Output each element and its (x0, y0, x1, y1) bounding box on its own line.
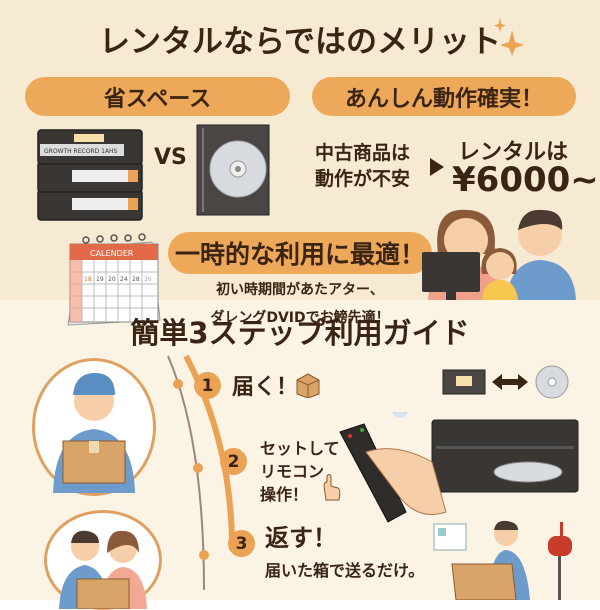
step-2-number: 2 (220, 448, 247, 475)
temporary-line2: ダレングDVIDでお鰟先適！ (210, 310, 390, 326)
svg-text:18: 18 (84, 276, 92, 283)
step-3-number: 3 (228, 530, 255, 557)
step-2-line1: セットして (260, 439, 340, 458)
return-shipping-illustration (433, 520, 572, 600)
svg-text:28: 28 (132, 276, 140, 283)
space-saving-pill: 省スペース (25, 77, 290, 116)
svg-text:19: 19 (96, 276, 104, 283)
step-1-number: 1 (194, 372, 221, 399)
box-icon (296, 373, 320, 398)
arrow-right-icon (430, 158, 444, 176)
step-1-label: 届く！ (232, 375, 299, 400)
vhs-tapes-illustration: GROWTH RECORD 1AHS (37, 129, 143, 221)
used-line2: 動作が不安 (315, 168, 411, 190)
delivery-person-illustration (32, 358, 156, 496)
temporary-use-text: 初い時期間があたアター、 ダレングDVIDでお鰟先適！ (200, 276, 400, 332)
svg-text:20: 20 (108, 276, 116, 283)
used-goods-text: 中古商品は 動作が不安 (315, 140, 410, 192)
rental-price: ¥6000~ (452, 160, 599, 200)
couple-unboxing-illustration (44, 510, 162, 610)
calendar-header: CALENDER (90, 249, 134, 258)
guide-title: 簡単3ステップ利用ガイド (130, 316, 470, 350)
calendar-illustration: CALENDER 18 19 20 24 28 26 (67, 233, 161, 326)
sparkle-icon (494, 18, 524, 56)
svg-text:24: 24 (120, 276, 128, 283)
step-3-sub: 届いた箱で送るだけ。 (265, 561, 425, 580)
vs-label: VS (154, 145, 187, 170)
remote-dvd-player-illustration (339, 412, 579, 523)
tape-label: GROWTH RECORD 1AHS (44, 148, 118, 155)
merits-title: レンタルならではのメリット (98, 24, 502, 60)
used-line1: 中古商品は (315, 142, 411, 164)
tap-hand-icon (323, 474, 341, 501)
step-2-line2: リモコン (260, 462, 325, 481)
step-2-line3: 操作！ (260, 485, 309, 504)
dvd-case-illustration (196, 124, 270, 216)
step-3-label: 返す！ (265, 524, 337, 552)
svg-text:26: 26 (144, 276, 152, 283)
reliability-pill: あんしん動作確実！ (312, 77, 576, 116)
step-2-text: セットして リモコン 操作！ (260, 437, 340, 506)
family-illustration (422, 209, 576, 300)
vhs-to-dvd-icon (442, 365, 569, 399)
temporary-use-pill: 一時的な利用に最適！ (168, 232, 432, 274)
temporary-line1: 初い時期間があたアター、 (216, 282, 384, 298)
rental-label: レンタルは (458, 140, 569, 165)
